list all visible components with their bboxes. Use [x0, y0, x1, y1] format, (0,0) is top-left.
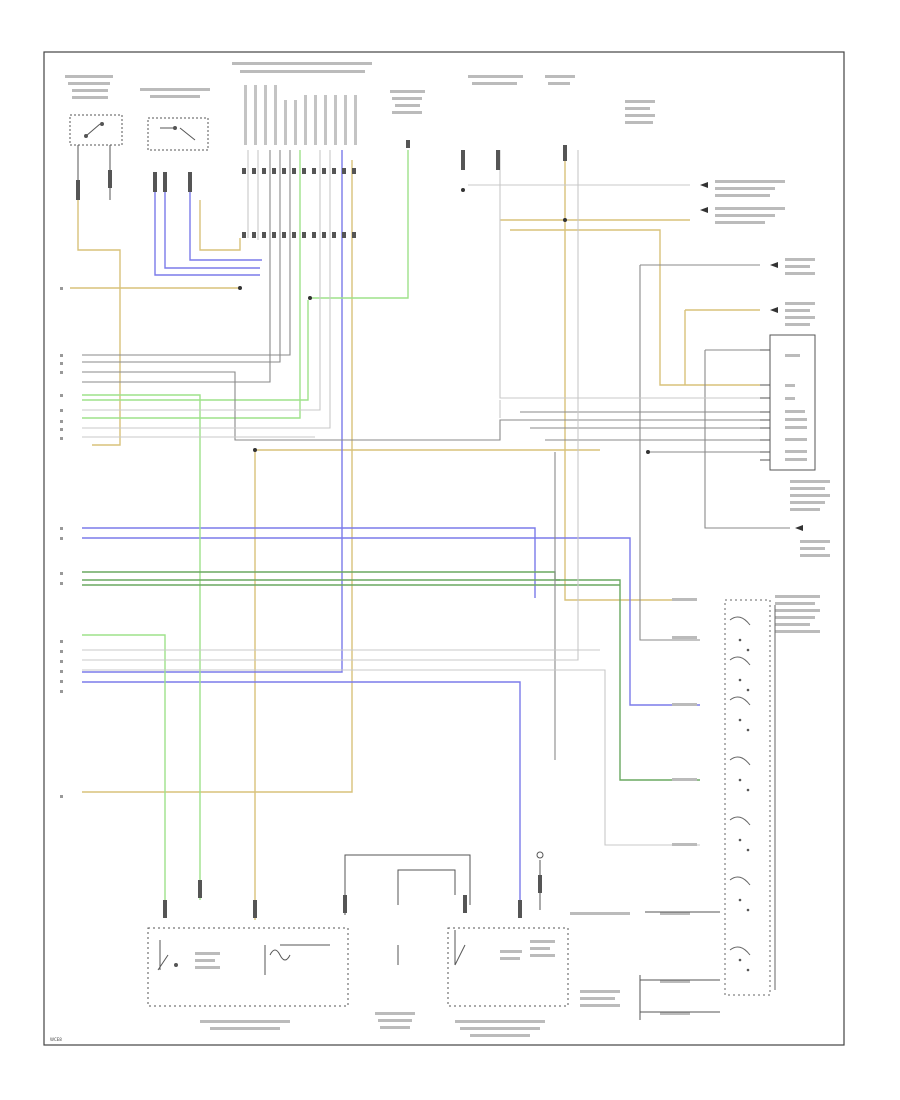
- dark-green-wires: [82, 571, 700, 781]
- page-code: WCE8: [50, 1037, 62, 1042]
- top-left-switch: [69, 114, 123, 200]
- top-connector-columns: [244, 85, 357, 145]
- bottom-right-solenoid: [447, 851, 569, 1007]
- top-left-sensor-box: [147, 117, 209, 151]
- bottom-left-range-switch: [147, 927, 349, 1007]
- bottom-labels: [195, 940, 555, 1037]
- speed-sensor-bracket: [639, 911, 720, 1020]
- connector-pins: [76, 140, 567, 238]
- solenoid-labels: [570, 598, 697, 1015]
- solenoid-switch-stack: [724, 599, 776, 996]
- right-terminals: [700, 182, 803, 531]
- green-wires: [82, 150, 409, 900]
- diagram-frame: [43, 51, 845, 1046]
- splice-points: [238, 188, 650, 454]
- left-pin-markers: [60, 287, 63, 798]
- ecu-connector: [760, 334, 816, 471]
- top-text-blocks: [65, 62, 655, 124]
- ecu-pin-labels: [785, 354, 807, 461]
- bottom-pins: [163, 875, 542, 918]
- light-gray-wires: [82, 150, 760, 846]
- bottom-center-box: [344, 854, 471, 966]
- gray-wires: [82, 150, 790, 760]
- solenoid-dots: [738, 638, 750, 972]
- right-text-blocks: [715, 180, 830, 633]
- blue-wires: [82, 150, 700, 900]
